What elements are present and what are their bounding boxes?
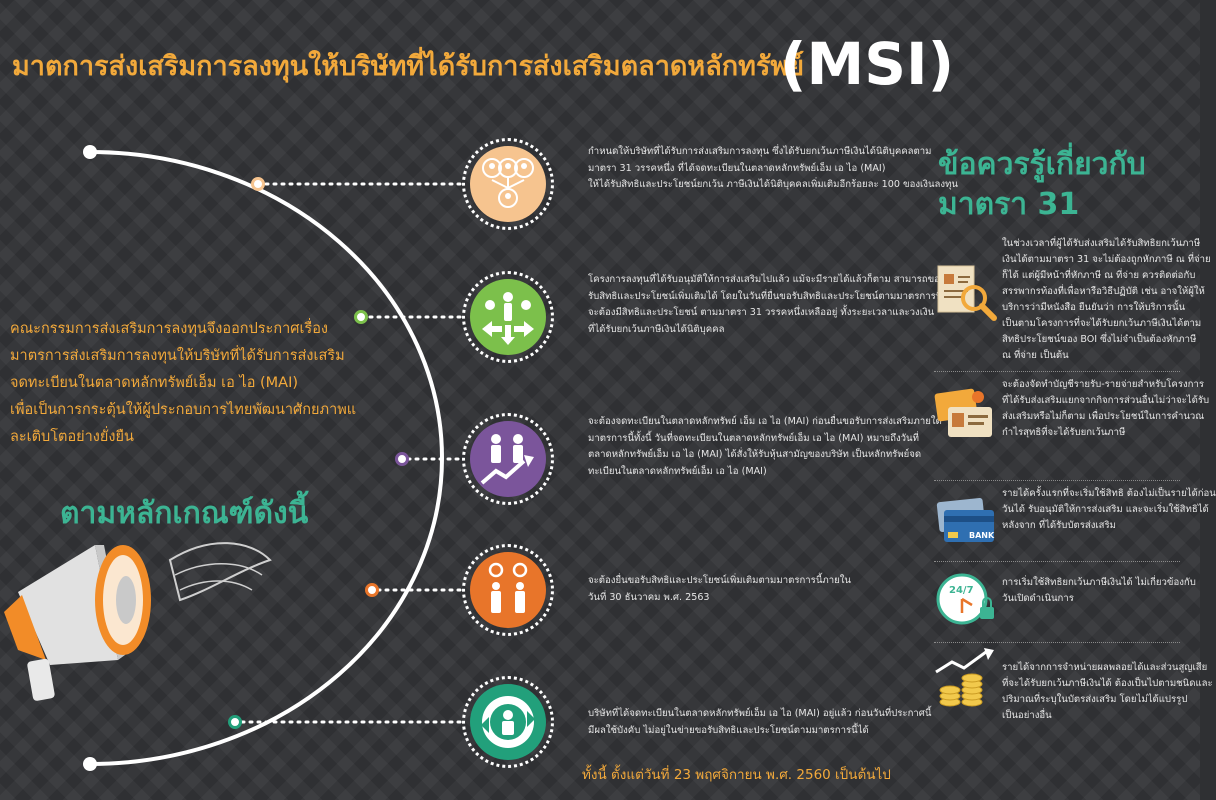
id-card-icon (934, 388, 992, 437)
info-item-3-text: รายได้ครั้งแรกที่จะเริ่มใช้สิทธิ ต้องไม่… (1002, 488, 1216, 531)
info-item-2-text: จะต้องจัดทำบัญชีรายรับ-รายจ่ายสำหรับโครง… (1002, 379, 1210, 438)
circle-5-fill (470, 684, 546, 760)
clock-24-7-icon: 24/7 (936, 573, 994, 625)
decision-arrows-icon (482, 292, 534, 345)
circle-5 (462, 676, 554, 768)
circle-1-text: กำหนดให้บริษัทที่ได้รับการส่งเสริมการลงท… (588, 146, 958, 190)
circle-1-fill (470, 146, 546, 222)
intro-text: คณะกรรมการส่งเสริมการลงทุนจึงออกประกาศเร… (10, 321, 357, 445)
circle-4 (462, 544, 554, 636)
circle-3-text: จะต้องจดทะเบียนในตลาดหลักทรัพย์ เอ็ม เอ … (588, 416, 942, 477)
info-divider-2 (934, 480, 1180, 481)
circle-2-text: โครงการลงทุนที่ได้รับอนุมัติให้การส่งเสร… (588, 274, 943, 335)
clock-label: 24/7 (949, 585, 974, 596)
megaphone-icon (4, 542, 272, 701)
business-growth-icon (480, 434, 534, 485)
info-title: ข้อควรรู้เกี่ยวกับ มาตรา 31 (938, 147, 1146, 222)
businessmen-gears-icon (488, 562, 528, 613)
circle-5-text: บริษัทที่ได้จดทะเบียนในตลาดหลักทรัพย์เอ็… (588, 708, 932, 736)
timeline-dot-1 (251, 177, 265, 191)
team-icon (482, 158, 534, 208)
bank-card-label: BANK (969, 531, 995, 540)
info-divider-1 (934, 371, 1180, 372)
circle-3 (462, 413, 554, 505)
page-title-abbr: (MSI) (780, 30, 955, 98)
arc-end-top (83, 145, 97, 159)
circle-4-fill (470, 552, 546, 628)
timeline-dot-5 (228, 715, 242, 729)
info-item-1-text: ในช่วงเวลาที่ผู้ได้รับส่งเสริมได้รับสิทธ… (1002, 238, 1211, 361)
criteria-heading: ตามหลักเกณฑ์ดังนี้ (60, 496, 309, 531)
footer-note: ทั้งนี้ ตั้งแต่วันที่ 23 พฤศจิกายน พ.ศ. … (582, 767, 891, 783)
document-search-icon (937, 265, 997, 321)
timeline-arc (89, 150, 444, 766)
info-item-5-text: รายได้จากการจำหน่ายผลพลอยได้และส่วนสูญเส… (1002, 662, 1213, 721)
info-divider-3 (934, 561, 1180, 562)
page-title: มาตการส่งเสริมการลงทุนให้บริษัทที่ได้รับ… (12, 51, 805, 82)
circle-2 (462, 271, 554, 363)
bank-card-icon: BANK (936, 497, 995, 542)
circle-2-fill (470, 279, 546, 355)
circle-1 (462, 138, 554, 230)
info-item-4-text: การเริ่มใช้สิทธิยกเว้นภาษีเงินได้ ไม่เกี… (1002, 577, 1196, 604)
timeline-dot-3 (395, 452, 409, 466)
circle-3-fill (470, 421, 546, 497)
arc-end-bottom (83, 757, 97, 771)
person-cycle-icon (481, 696, 535, 748)
circle-4-text: จะต้องยื่นขอรับสิทธิและประโยชน์เพิ่มเติม… (588, 575, 851, 603)
timeline-dot-4 (365, 583, 379, 597)
timeline-dot-2 (354, 310, 368, 324)
info-divider-4 (934, 642, 1180, 643)
coins-growth-icon (935, 648, 994, 707)
